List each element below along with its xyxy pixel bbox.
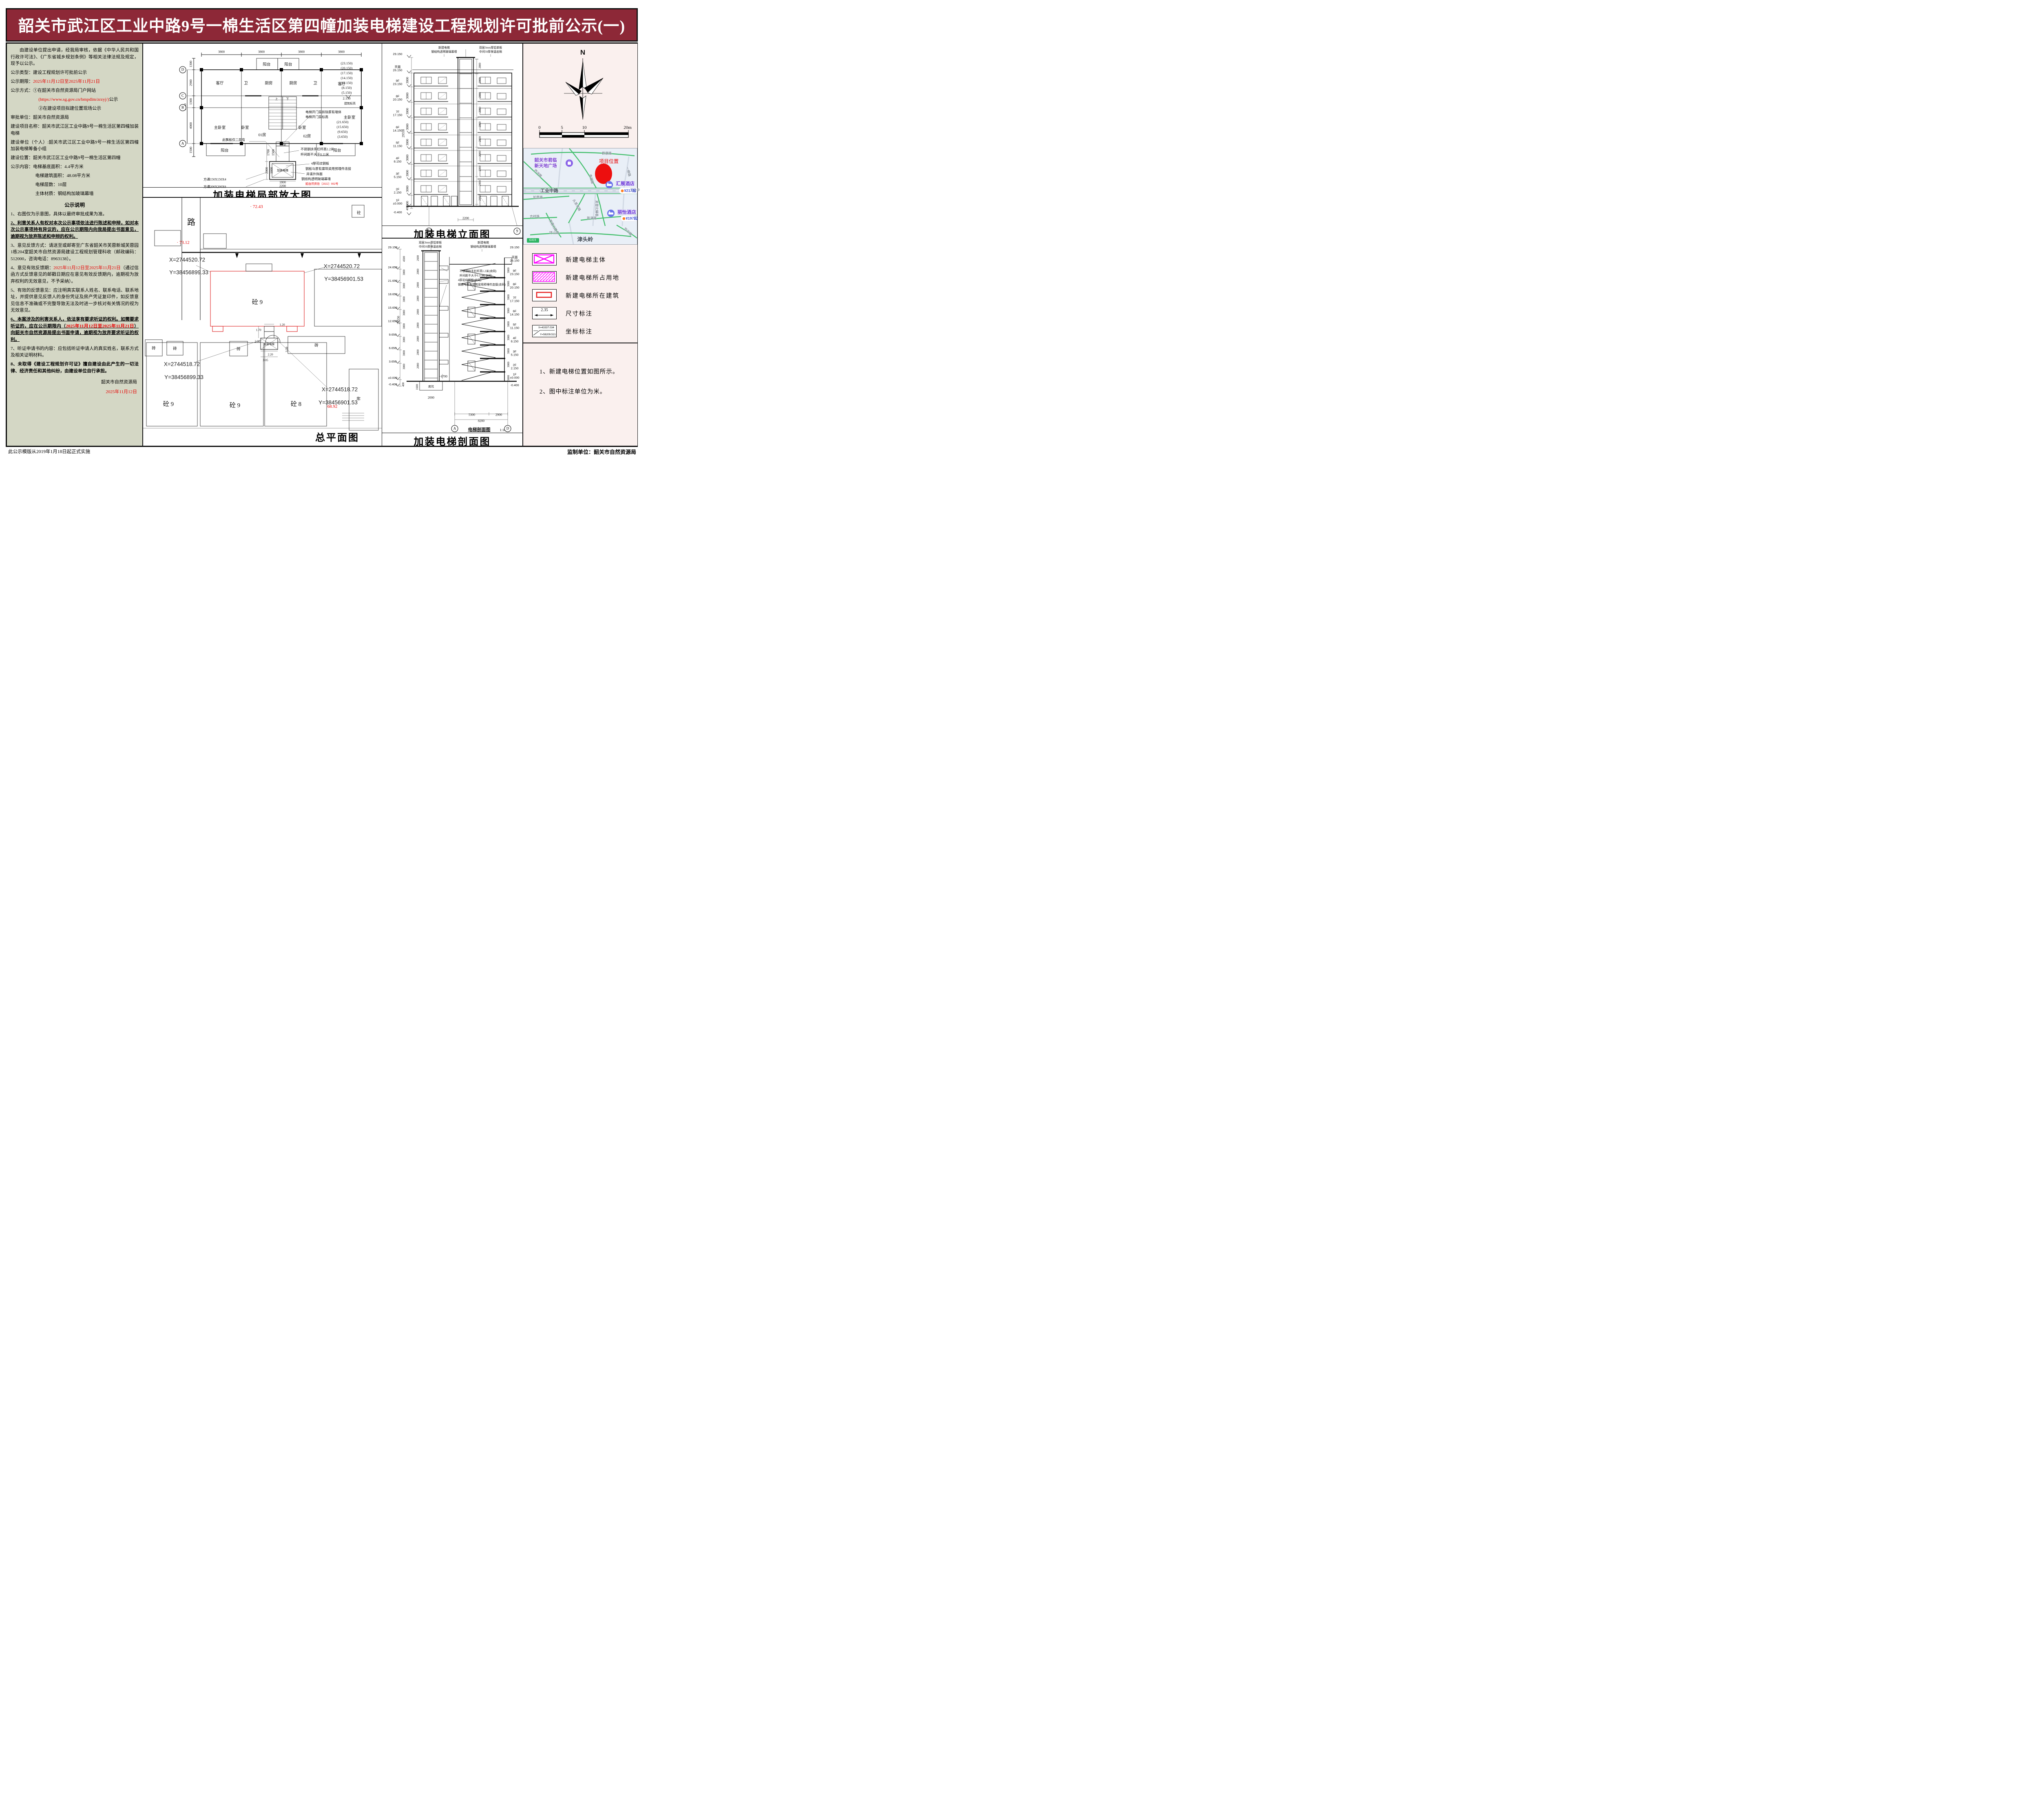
legend-row: 新建电梯所在建筑	[523, 286, 637, 304]
legend-block: 新建电梯主体 新建电梯所占用地 新建电梯所在建筑 2.35	[523, 245, 637, 343]
legend-row: 新建电梯主体	[523, 250, 637, 268]
notice-paragraph: ②在建设项目拟建位置现场公示	[38, 106, 102, 111]
legend-row: 新建电梯所占用地	[523, 268, 637, 286]
map-block: 群康路西冲路幸福路一棉路工业中路工业中如意路头茶亭路芙蓉北横巷新津路吉祥路芙蓉北…	[523, 148, 640, 245]
footer-template-note: 此公示模版从2019年1月18日起正式实施	[8, 449, 91, 454]
notice-paragraph: 电梯建筑面积：48.08平方米	[35, 173, 91, 178]
statement-list: 1、右图仅为示意图，具体以最终审批成果为准。 2、利害关系人有权对本次公示事项依法…	[11, 211, 139, 375]
page-title: 韶关市武江区工业中路9号一棉生活区第四幢加装电梯建设工程规划许可批前公示(一)	[18, 18, 626, 35]
legend-label: 尺寸标注	[566, 310, 593, 317]
note-1: 1、新建电梯位置如图所示。	[540, 369, 619, 375]
statement-paragraph: 2、利害关系人有权对本次公示事项依法进行陈述和申辩，如对本次公示事项持有异议的，…	[11, 220, 139, 239]
legend-label: 新建电梯主体	[566, 257, 606, 263]
floor-plan-drawing	[187, 53, 363, 187]
legend-label: 新建电梯所占用地	[566, 274, 619, 281]
statement-paragraph: 6、本案涉及的利害关系人，依法享有要求听证的权利。如需要求听证的，应在公示期限内…	[11, 317, 139, 342]
legend-host-building-symbol	[532, 289, 557, 301]
elevation-title: 加装电梯立面图	[414, 230, 491, 240]
legend-label: 新建电梯所在建筑	[566, 292, 619, 299]
statement-paragraph: 5、有效的反馈意见：应注明真实联系人姓名、联系电话、联系地址，并提供意见反馈人的…	[11, 287, 139, 313]
statement-paragraph: 4、意见有效反馈期：2025年11月12日至2025年11月21日（通过信函方式…	[11, 265, 139, 284]
statement-paragraph: 8、未取得《建设工程规划许可证》擅自建设由此产生的一切法律、经济责任和其他纠纷，…	[11, 362, 139, 374]
legend-coord-y: Y=58209.521	[540, 333, 556, 336]
legend-elevator-body-symbol	[532, 253, 557, 265]
site-plan-drawing	[143, 198, 382, 431]
notice-paragraph: 建设项目名称：韶关市武江区工业中路9号一棉生活区第四幢加装电梯	[11, 124, 139, 136]
north-arrow-icon	[539, 58, 629, 138]
notice-paragraph: 公示类型：建设工程规划许可批前公示	[11, 70, 87, 75]
legend-row: X=43337.034 Y=58209.521 坐标标注	[523, 322, 637, 340]
notice-paragraph: 建设位置：韶关市武江区工业中路9号一棉生活区第四幢	[11, 155, 121, 160]
notice-paragraph: 电梯层数：10层	[35, 182, 67, 187]
north-label: N	[580, 49, 586, 56]
sign-date: 2025年11月12日	[106, 389, 137, 394]
grid-bubble-9: 9	[513, 228, 521, 235]
notice-text-panel: 由建设单位提出申请，经我局审核，依据《中华人民共和国行政许可法》、《广东省城乡规…	[7, 44, 143, 446]
legend-elevator-land-symbol	[532, 271, 557, 283]
site-plan-title: 总平面图	[315, 433, 359, 443]
legend-coord-x: X=43337.034	[538, 326, 554, 329]
notice-paragraph: 由建设单位提出申请，经我局审核，依据《中华人民共和国行政许可法》、《广东省城乡规…	[11, 48, 139, 66]
title-bar: 韶关市武江区工业中路9号一棉生活区第四幢加装电梯建设工程规划许可批前公示(一)	[6, 8, 638, 42]
section-title: 加装电梯剖面图	[414, 437, 491, 447]
grid-bubble-D: D	[504, 425, 511, 432]
notice-paragraph: 公示内容：电梯基底面积：4.4平方米	[11, 164, 84, 169]
notice-paragraph: 审批单位：韶关市自然资源局	[11, 115, 69, 120]
legend-dim-value: 2.35	[541, 308, 548, 312]
statement-paragraph: 3、意见反馈方式：请送至或邮寄至广东省韶关市芙蓉新城芙蓉园1栋204室韶关市自然…	[11, 243, 139, 261]
sign-off: 韶关市自然资源局 2025年11月12日	[11, 378, 139, 395]
notice-paragraph: 建设单位（个人）:韶关市武江区工业中路9号一棉生活区第四幢加装电梯筹备小组	[11, 139, 139, 152]
notice-paragraph: 公示方式：①在韶关市自然资源局门户网站	[11, 88, 96, 93]
notice-paragraph: (https://www.sg.gov.cn/bmpdlm/zrzyj/)公示	[38, 97, 118, 102]
divider	[143, 187, 382, 188]
elevation-drawing	[407, 49, 519, 226]
notice-intro: 由建设单位提出申请，经我局审核，依据《中华人民共和国行政许可法》、《广东省城乡规…	[11, 47, 139, 197]
legend-dimension-symbol: 2.35	[532, 307, 557, 319]
sign-org: 韶关市自然资源局	[101, 380, 137, 385]
notice-paragraph: 公示期限：2025年11月12日至2025年11月21日	[11, 79, 100, 84]
footer-supervisor: 监制单位：韶关市自然资源局	[567, 449, 636, 455]
statement-paragraph: 7、听证申请书的内容：应包括听证申请人的真实姓名，联系方式及相关证明材料。	[11, 346, 139, 358]
section-drawing	[395, 243, 517, 426]
statement-title: 公示说明	[64, 202, 85, 208]
notice-paragraph: 主体材质：钢结构加玻璃幕墙	[35, 191, 94, 196]
location-map	[523, 148, 637, 245]
legend-coordinate-symbol: X=43337.034 Y=58209.521	[532, 325, 557, 337]
note-2: 2、图中标注单位为米。	[540, 389, 606, 395]
notes-block: 1、新建电梯位置如图所示。 2、图中标注单位为米。	[523, 343, 637, 446]
notice-sheet: 韶关市武江区工业中路9号一棉生活区第四幢加装电梯建设工程规划许可批前公示(一) …	[0, 0, 644, 455]
legend-row: 2.35 尺寸标注	[523, 304, 637, 322]
grid-bubble-1: 1	[425, 228, 433, 235]
grid-bubble-A: A	[451, 425, 458, 432]
content-frame: 由建设单位提出申请，经我局审核，依据《中华人民共和国行政许可法》、《广东省城乡规…	[6, 42, 640, 447]
statement-paragraph: 1、右图仅为示意图，具体以最终审批成果为准。	[11, 211, 107, 217]
legend-label: 坐标标注	[566, 328, 593, 335]
